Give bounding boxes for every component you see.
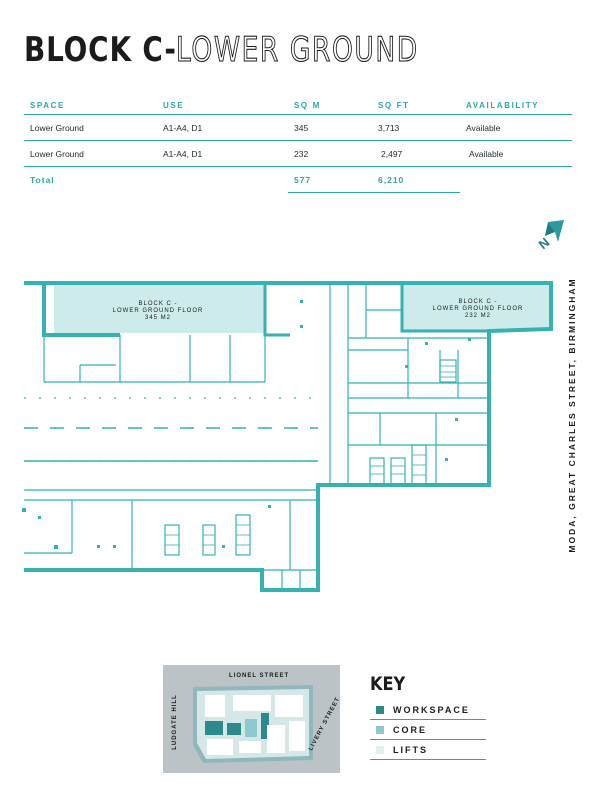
core-swatch: [376, 725, 384, 734]
street-address-label: MODA, GREAT CHARLES STREET, BIRMINGHAM: [562, 270, 582, 560]
cell-availability: Available: [460, 114, 572, 141]
key-label: WORKSPACE: [393, 704, 470, 715]
title-bold: BLOCK C-: [24, 30, 177, 70]
unit-232-line2: LOWER GROUND FLOOR: [433, 306, 524, 312]
total-label: Total: [30, 174, 55, 185]
table-total-row: Total 577 6,210: [24, 166, 572, 193]
table-row: Lower Ground A1-A4, D1 232 2,497 Availab…: [24, 140, 572, 167]
unit-345-area: 345 M2: [145, 315, 171, 321]
key-title: KEY: [370, 673, 406, 695]
cell-sqm: 232: [288, 140, 372, 167]
cell-sqft: 2,497: [372, 140, 460, 167]
unit-345-line2: LOWER GROUND FLOOR: [113, 308, 204, 314]
location-map: LIONEL STREET LUDGATE HILL LIVERY STREET: [163, 665, 342, 773]
key-item-lifts: LIFTS: [370, 740, 486, 760]
cell-sqft: 3,713: [372, 114, 460, 141]
key-label: CORE: [393, 724, 428, 735]
total-sqm: 577: [288, 166, 372, 193]
unit-232-area: 232 M2: [465, 313, 491, 319]
total-blank: [460, 167, 572, 193]
map-street-north: LIONEL STREET: [229, 673, 290, 679]
lifts-swatch: [376, 745, 384, 754]
header-use: USE: [157, 96, 288, 115]
area-schedule-table: SPACE USE SQ M SQ FT AVAILABILITY Lower …: [24, 96, 572, 193]
key-label: LIFTS: [393, 744, 428, 755]
map-street-west: LUDGATE HILL: [171, 694, 178, 750]
unit-345-highlight: [54, 283, 265, 333]
unit-232-highlight: [402, 283, 551, 331]
header-sqft: SQ FT: [372, 96, 460, 115]
unit-232-line1: BLOCK C -: [458, 299, 497, 305]
street-address-text: MODA, GREAT CHARLES STREET, BIRMINGHAM: [567, 277, 577, 553]
cell-space: Lower Ground: [24, 114, 157, 141]
north-label: N: [536, 235, 553, 253]
location-map-graphic: [193, 685, 313, 763]
header-sqm: SQ M: [288, 96, 372, 115]
unit-345-line1: BLOCK C -: [138, 301, 177, 307]
table-header-row: SPACE USE SQ M SQ FT AVAILABILITY: [24, 96, 572, 115]
key-item-workspace: WORKSPACE: [370, 700, 486, 720]
workspace-swatch: [376, 705, 384, 714]
title-light: LOWER GROUND: [176, 29, 420, 70]
cell-space: Lower Ground: [24, 140, 157, 167]
north-arrow-icon: N: [536, 220, 564, 252]
cell-use: A1-A4, D1: [157, 140, 288, 167]
header-availability: AVAILABILITY: [460, 96, 572, 115]
cell-availability: Available: [460, 140, 572, 167]
total-blank: [157, 167, 288, 193]
total-sqft: 6,210: [372, 166, 460, 193]
page-title: BLOCK C- LOWER GROUND: [24, 28, 488, 72]
outer-wall: [24, 281, 553, 592]
key-item-core: CORE: [370, 720, 486, 740]
cell-sqm: 345: [288, 114, 372, 141]
table-row: Lower Ground A1-A4, D1 345 3,713 Availab…: [24, 114, 572, 141]
header-space: SPACE: [24, 96, 157, 115]
floor-plan: N: [22, 220, 564, 592]
cell-use: A1-A4, D1: [157, 114, 288, 141]
